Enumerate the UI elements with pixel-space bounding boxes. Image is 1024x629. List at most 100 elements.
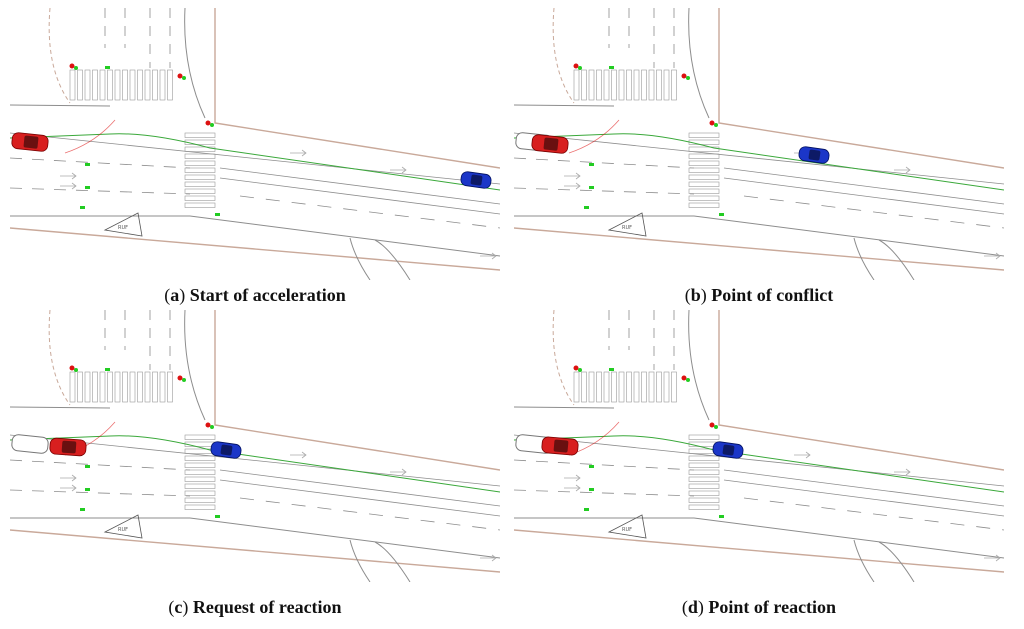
curb-line: [214, 310, 500, 471]
lane-arrow: [60, 484, 77, 492]
red-car: [531, 134, 569, 154]
traffic-signal: [205, 422, 211, 428]
triangle-sign: [103, 514, 143, 539]
crosswalk-stripe: [114, 371, 121, 403]
lane-dash: [743, 195, 1004, 229]
detector-marker: [719, 213, 724, 216]
crosswalk-stripe: [603, 371, 610, 403]
lane-arrow: [894, 166, 911, 174]
traffic-signal: [714, 123, 718, 127]
curb-line: [10, 227, 500, 271]
crosswalk-stripe: [573, 69, 580, 101]
lane-dash: [239, 195, 500, 229]
crosswalk-stripe: [159, 371, 166, 403]
traffic-signal: [74, 368, 78, 372]
sign-text: RUF: [118, 225, 128, 231]
crosswalk-stripe: [688, 167, 720, 173]
crosswalk-stripe: [688, 504, 720, 510]
curb-line: [718, 8, 1004, 169]
lane-arrow: [60, 172, 77, 180]
detector-marker: [105, 368, 110, 371]
traffic-signal: [182, 378, 186, 382]
lane-arrow: [984, 554, 1001, 562]
side-street: [853, 539, 915, 582]
detector-marker: [80, 508, 85, 511]
detector-marker: [105, 66, 110, 69]
crosswalk-stripe: [688, 160, 720, 166]
detector-marker: [584, 206, 589, 209]
trajectory-line: [10, 133, 500, 191]
crosswalk-stripe: [573, 371, 580, 403]
crosswalk-stripe: [611, 69, 617, 101]
crosswalk-stripe: [688, 490, 720, 496]
crosswalk-stripe: [184, 153, 216, 159]
crosswalk-stripe: [611, 371, 617, 403]
crosswalk-stripe: [626, 371, 632, 403]
crosswalk-stripe: [114, 69, 121, 101]
lane-dash: [10, 157, 191, 195]
road-edge: [723, 167, 1004, 215]
caption-letter: d: [687, 597, 698, 617]
lane-arrow: [290, 149, 307, 157]
crosswalk-stripe: [129, 371, 136, 403]
crosswalk-stripe: [688, 476, 720, 482]
red-car: [11, 132, 49, 152]
detector-marker: [85, 186, 90, 189]
detector-marker: [215, 515, 220, 518]
sign-text: RUF: [118, 527, 128, 533]
blue-car: [460, 171, 492, 189]
red-car-ghost: [11, 434, 49, 454]
crosswalk-stripe: [688, 195, 720, 201]
side-street: [184, 310, 206, 421]
panel-b: RUF: [514, 8, 1004, 280]
traffic-signal: [74, 66, 78, 70]
crosswalk-stripe: [69, 371, 76, 403]
traffic-signal: [69, 365, 75, 371]
road-edge: [10, 132, 500, 185]
traffic-signal: [578, 66, 582, 70]
side-street: [853, 237, 915, 280]
crosswalk-stripe: [588, 69, 595, 101]
crosswalk-stripe: [84, 69, 91, 101]
detector-marker: [85, 465, 90, 468]
caption-letter: c: [174, 597, 183, 617]
crosswalk-stripe: [184, 132, 216, 138]
traffic-signal: [573, 365, 579, 371]
road-edge: [514, 104, 1004, 257]
red-car: [541, 436, 579, 456]
lane-arrow: [390, 468, 407, 476]
road-edge: [723, 469, 1004, 517]
crosswalk-stripe: [137, 371, 143, 403]
curb-line: [552, 8, 575, 104]
curb-line: [514, 529, 1004, 573]
lane-arrow: [390, 166, 407, 174]
crosswalk-stripe: [184, 146, 216, 152]
crosswalk-stripe: [641, 371, 647, 403]
crosswalk-stripe: [122, 371, 128, 403]
crosswalk-stripe: [184, 441, 216, 447]
curb-line: [514, 227, 1004, 271]
crosswalk-stripe: [184, 174, 216, 180]
lane-arrow: [894, 468, 911, 476]
curb-line: [214, 8, 500, 169]
traffic-signal: [714, 425, 718, 429]
crosswalk-stripe: [688, 132, 720, 138]
lane-arrow: [564, 172, 581, 180]
crosswalk-stripe: [688, 455, 720, 461]
caption-c: (c) Request of reaction: [168, 597, 342, 617]
intersection-scene-c: RUF: [10, 310, 500, 582]
crosswalk-stripe: [184, 434, 216, 440]
crosswalk-stripe: [167, 371, 173, 403]
triangle-sign: [103, 212, 143, 237]
turn-path: [568, 119, 620, 154]
crosswalk-stripe: [581, 69, 587, 101]
detector-marker: [584, 508, 589, 511]
panel-d: RUF: [514, 310, 1004, 582]
crosswalk-stripe: [184, 188, 216, 194]
crosswalk-stripe: [184, 455, 216, 461]
caption-title: Point of reaction: [708, 597, 837, 617]
traffic-signal: [573, 63, 579, 69]
panel-a: RUF: [10, 8, 500, 280]
crosswalk-stripe: [122, 69, 128, 101]
road-edge: [514, 406, 1004, 559]
